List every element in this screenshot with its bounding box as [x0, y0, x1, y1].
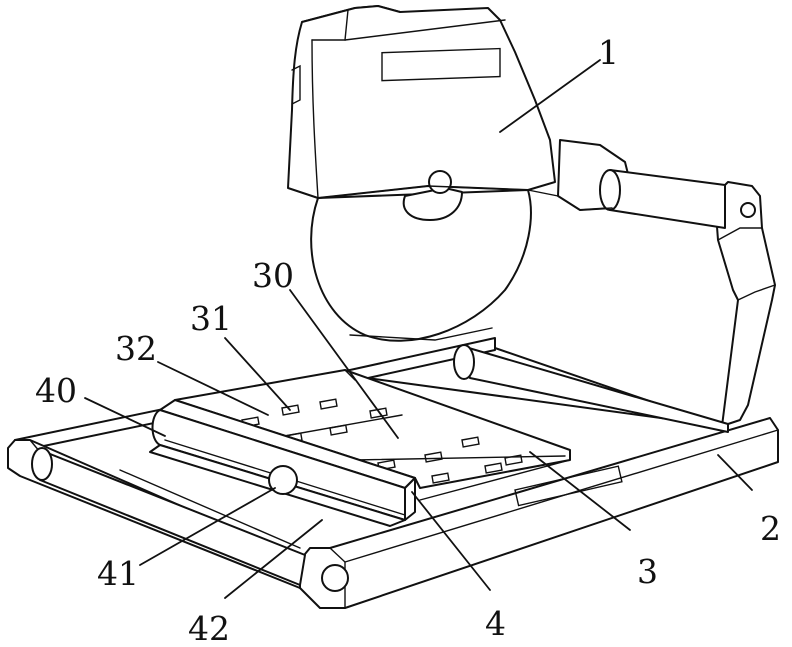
label-41: 41 [97, 554, 139, 593]
label-2: 2 [760, 509, 781, 548]
label-1: 1 [598, 33, 619, 72]
motor-housing [288, 6, 555, 220]
label-31: 31 [190, 299, 232, 338]
label-4: 4 [485, 604, 506, 643]
label-40: 40 [35, 371, 77, 410]
label-3: 3 [637, 552, 658, 591]
pivot-arm [528, 140, 725, 228]
label-32: 32 [115, 329, 157, 368]
label-42: 42 [188, 609, 230, 647]
back-roller [454, 345, 728, 432]
label-30: 30 [252, 256, 294, 295]
